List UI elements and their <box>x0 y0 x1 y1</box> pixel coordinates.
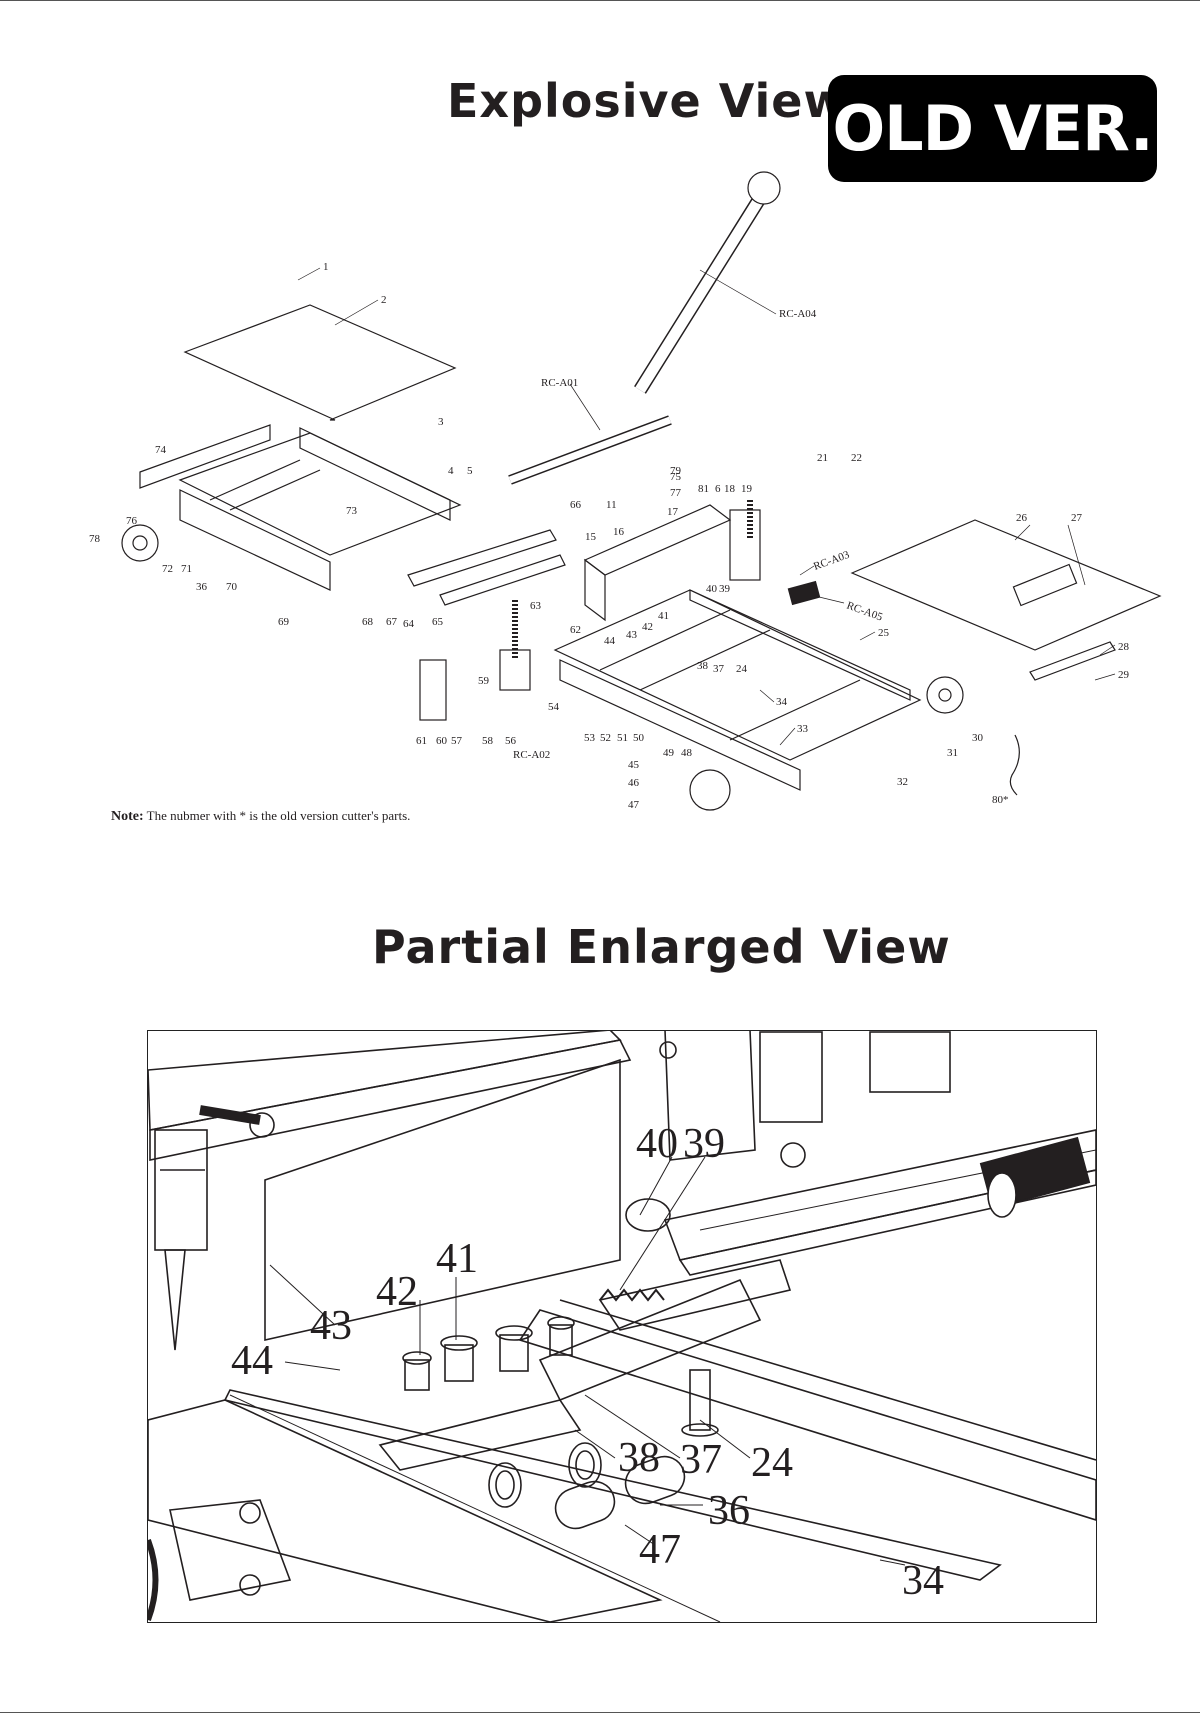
part-label: 43 <box>310 1303 352 1349</box>
part-label: 29 <box>1118 669 1130 681</box>
part-label: 17 <box>667 506 679 518</box>
part-label: 36 <box>196 581 208 593</box>
part-label: 54 <box>548 701 560 713</box>
part-label: 81 <box>698 483 709 495</box>
bottom-rule <box>0 1712 1200 1713</box>
part-label: 52 <box>600 732 611 744</box>
part-label: 27 <box>1071 512 1083 524</box>
part-label: 61 <box>416 735 427 747</box>
part-label: 22 <box>851 452 862 464</box>
part-label: 73 <box>346 505 358 517</box>
part-label: 77 <box>670 487 682 499</box>
part-label: 37 <box>713 663 725 675</box>
part-label: 31 <box>947 747 958 759</box>
part-label: 60 <box>436 735 448 747</box>
part-label: 74 <box>155 444 167 456</box>
part-label: 44 <box>231 1338 273 1384</box>
part-label: 34 <box>776 696 788 708</box>
enlarged-view-frame <box>147 1030 1097 1623</box>
note-label: Note: <box>111 809 144 824</box>
part-label: 5 <box>467 465 473 477</box>
part-label: 65 <box>432 616 444 628</box>
part-label: 71 <box>181 563 192 575</box>
part-label: 41 <box>658 610 669 622</box>
enlarged-part-labels: 40 39 41 42 43 44 38 37 24 36 47 34 <box>231 1121 944 1604</box>
part-label: 47 <box>639 1527 681 1573</box>
part-label: 47 <box>628 799 640 811</box>
part-label: 42 <box>376 1269 418 1315</box>
part-label: 56 <box>505 735 517 747</box>
part-label: 58 <box>482 735 494 747</box>
part-label: 78 <box>89 533 101 545</box>
part-label: 24 <box>751 1440 793 1486</box>
part-label: 49 <box>663 747 675 759</box>
part-label: 44 <box>604 635 616 647</box>
part-label: 53 <box>584 732 596 744</box>
top-rule <box>0 0 1200 1</box>
part-label: 48 <box>681 747 693 759</box>
part-label: 4 <box>448 465 454 477</box>
part-label: 19 <box>741 483 753 495</box>
part-label: 34 <box>902 1558 944 1604</box>
part-label: 43 <box>626 629 638 641</box>
part-label: 25 <box>878 627 890 639</box>
part-label: 11 <box>606 499 617 511</box>
part-label: 76 <box>126 515 138 527</box>
part-label: 70 <box>226 581 238 593</box>
part-label: 6 <box>715 483 721 495</box>
part-label: 15 <box>585 531 597 543</box>
part-label: 39 <box>683 1121 725 1167</box>
part-label: RC-A01 <box>541 377 578 389</box>
part-label: 38 <box>697 660 709 672</box>
part-label: 63 <box>530 600 542 612</box>
part-label: 3 <box>438 416 444 428</box>
part-label: 79 <box>670 465 682 477</box>
part-label: 32 <box>897 776 908 788</box>
part-label: 50 <box>633 732 645 744</box>
part-label: 72 <box>162 563 173 575</box>
part-label: RC-A02 <box>513 749 550 761</box>
part-label: 62 <box>570 624 581 636</box>
note-text: Note: The nubmer with * is the old versi… <box>111 808 410 825</box>
part-label: 46 <box>628 777 640 789</box>
part-label: 39 <box>719 583 731 595</box>
part-label: 69 <box>278 616 290 628</box>
part-label: 68 <box>362 616 374 628</box>
part-label: 51 <box>617 732 628 744</box>
part-label: 45 <box>628 759 640 771</box>
part-label: 57 <box>451 735 463 747</box>
part-label: 2 <box>381 294 387 306</box>
part-label: 21 <box>817 452 828 464</box>
part-label: RC-A04 <box>779 308 817 320</box>
part-label: 16 <box>613 526 625 538</box>
part-label: 28 <box>1118 641 1130 653</box>
note-body: The nubmer with * is the old version cut… <box>143 808 411 823</box>
part-label: 26 <box>1016 512 1028 524</box>
partial-enlarged-view-title: Partial Enlarged View <box>372 920 951 974</box>
part-label: 37 <box>680 1437 722 1483</box>
part-label: 67 <box>386 616 398 628</box>
part-label: 18 <box>724 483 736 495</box>
part-label: 75 <box>670 471 682 483</box>
part-label: 38 <box>618 1435 660 1481</box>
part-label: 80* <box>992 794 1009 806</box>
part-label: 64 <box>403 618 415 630</box>
part-label: 66 <box>570 499 582 511</box>
part-label: 41 <box>436 1236 478 1282</box>
part-label: 59 <box>478 675 490 687</box>
part-label: 42 <box>642 621 653 633</box>
part-label: 40 <box>706 583 718 595</box>
part-label: 36 <box>708 1488 750 1534</box>
old-version-badge: OLD VER. <box>828 75 1157 182</box>
part-label: 24 <box>736 663 748 675</box>
part-label: 33 <box>797 723 809 735</box>
part-label: 1 <box>323 261 329 273</box>
part-label: 30 <box>972 732 984 744</box>
part-label: 40 <box>636 1121 678 1167</box>
explosive-view-title: Explosive View <box>447 74 847 128</box>
